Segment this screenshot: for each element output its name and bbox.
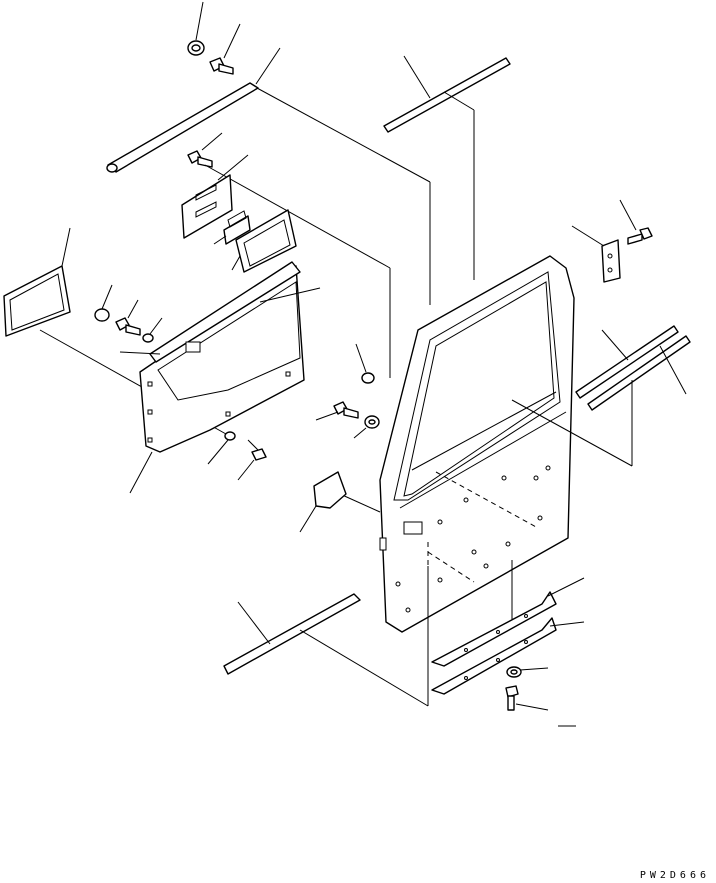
bolt-right [316,402,358,420]
insulation-sheet [300,472,346,532]
vertical-seals [512,326,690,466]
plug-top [188,2,204,55]
plug-left [95,285,112,321]
washer-right [354,416,379,438]
washer-bottom [507,667,548,677]
bolt-mid [188,133,390,378]
lower-seal [224,566,428,706]
bolt-top [210,24,240,74]
hinge-bolt [620,200,652,244]
bolt-left [116,300,140,335]
clip-pin [238,440,266,480]
drawing-code: PW2D666 [639,870,710,881]
door-glass-seal [384,56,510,280]
trim-panel [120,262,320,493]
door-shell [340,256,574,632]
upper-rail [107,48,430,305]
washer-left [143,318,162,342]
sash-frame [214,210,296,272]
hinge [572,226,620,282]
bottom-guide-plates [432,560,584,694]
label-plate [182,155,248,238]
bolt-bottom [506,686,576,726]
plug-right [356,344,374,383]
clip-washer [208,432,235,464]
